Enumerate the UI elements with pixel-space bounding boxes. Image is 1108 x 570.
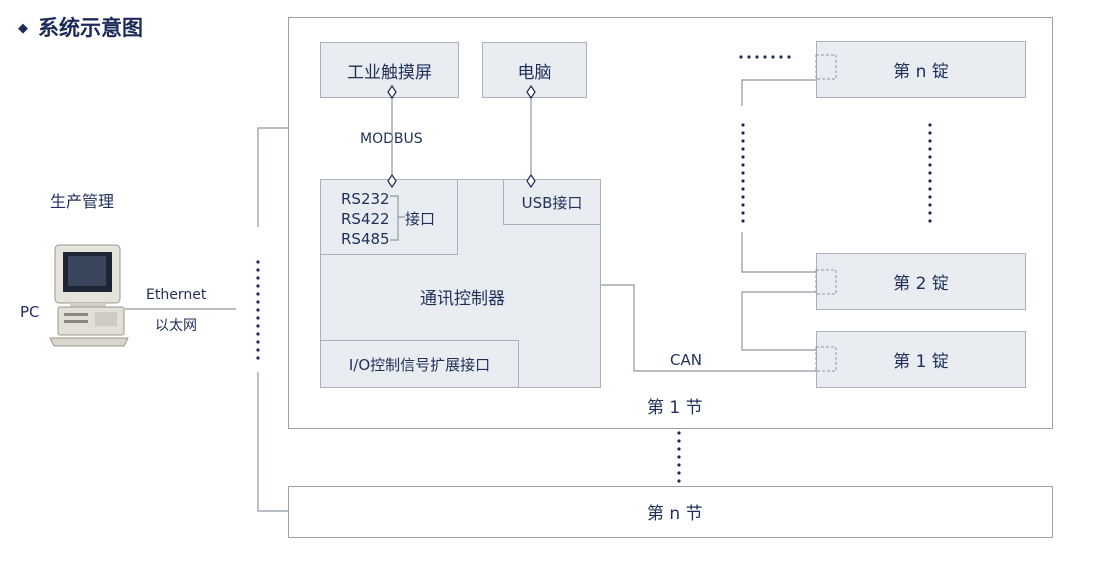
usb-port-box: USB接口 xyxy=(503,179,601,225)
controller-label: 通讯控制器 xyxy=(420,289,505,309)
usb-label: USB接口 xyxy=(521,193,583,212)
serial-interface-label: 接口 xyxy=(405,210,436,228)
page-title-text: 系统示意图 xyxy=(38,16,143,40)
spindle-1-label: 第 1 锭 xyxy=(893,352,949,372)
ethernet-label: Ethernet xyxy=(146,287,207,303)
section-n-frame xyxy=(288,486,1053,538)
rs232-label: RS232 xyxy=(341,190,390,208)
vertical-ellipsis-icon xyxy=(256,55,932,483)
modbus-label: MODBUS xyxy=(360,131,423,147)
rs422-label: RS422 xyxy=(341,210,390,228)
section-n-label: 第 n 节 xyxy=(647,504,703,524)
touchscreen-label: 工业触摸屏 xyxy=(347,62,432,83)
diamond-bullet-icon: ◆ xyxy=(18,21,28,36)
spindle-2-box: 第 2 锭 xyxy=(816,253,1026,310)
io-label: I/O控制信号扩展接口 xyxy=(348,355,491,374)
computer-pc-icon xyxy=(49,244,129,347)
serial-port-box xyxy=(320,179,458,255)
can-label: CAN xyxy=(670,351,702,369)
touchscreen-box: 工业触摸屏 xyxy=(320,42,459,98)
rs485-label: RS485 xyxy=(341,230,390,248)
computer-box: 电脑 xyxy=(482,42,587,98)
diamond-connector-icon xyxy=(387,84,536,189)
io-port-box: I/O控制信号扩展接口 xyxy=(320,340,519,388)
section-1-label: 第 1 节 xyxy=(647,398,703,418)
page-title: ◆ 系统示意图 xyxy=(18,12,143,42)
computer-label: 电脑 xyxy=(517,62,552,83)
spindle-n-box: 第 n 锭 xyxy=(816,41,1026,98)
production-management-label: 生产管理 xyxy=(50,192,115,211)
ethernet-cn-label: 以太网 xyxy=(155,318,197,334)
spindle-n-label: 第 n 锭 xyxy=(893,62,949,82)
spindle-2-label: 第 2 锭 xyxy=(893,274,949,294)
pc-label: PC xyxy=(20,303,40,321)
spindle-1-box: 第 1 锭 xyxy=(816,331,1026,388)
